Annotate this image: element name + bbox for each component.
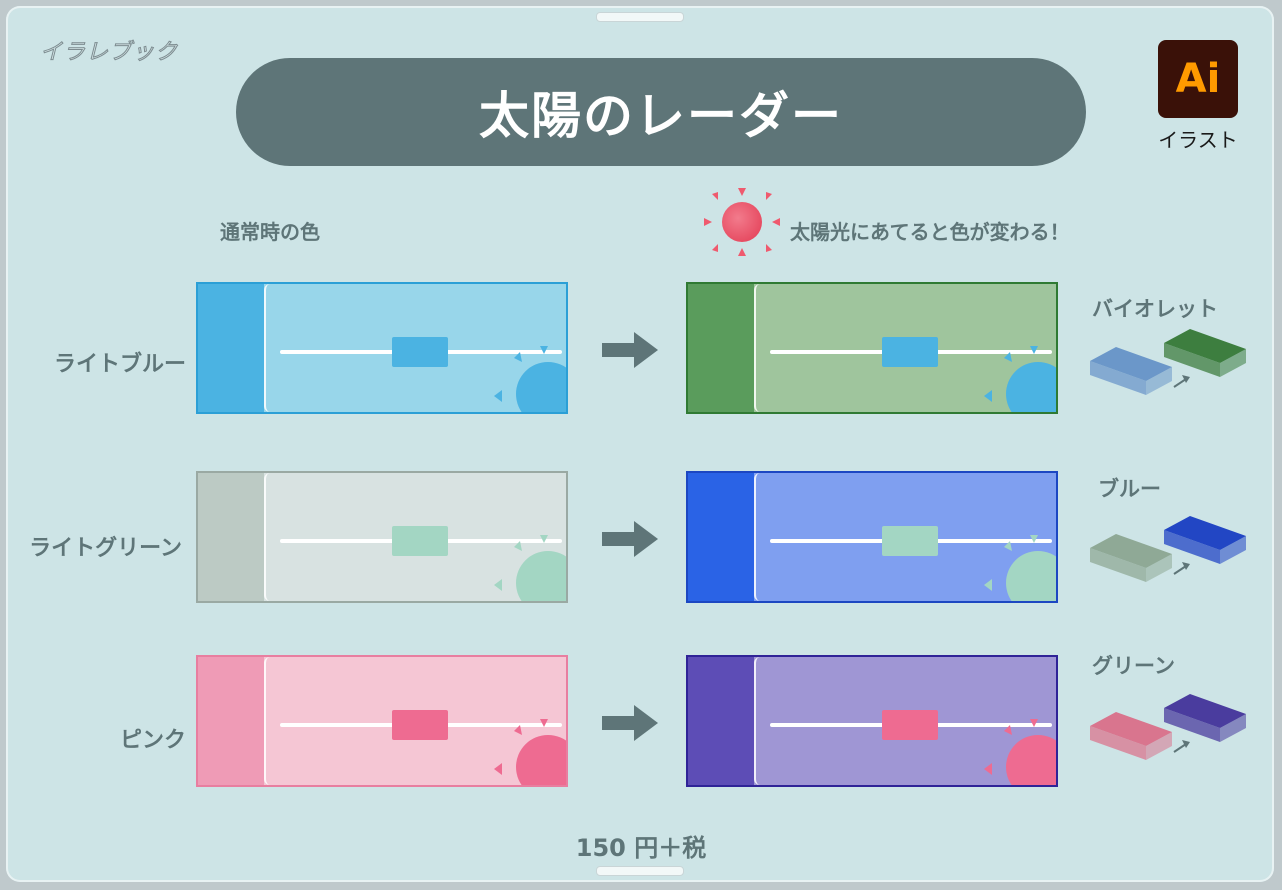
panel-sunlight <box>686 282 1058 414</box>
panel-sun-icon <box>984 535 1056 601</box>
panel-normal <box>196 655 568 787</box>
top-tab <box>596 12 684 22</box>
panel-normal <box>196 471 568 603</box>
title-banner: 太陽のレーダー <box>236 58 1086 166</box>
panel-color-strip <box>198 657 264 785</box>
color-change-blocks-icon <box>1086 325 1256 405</box>
panel-sun-icon <box>984 719 1056 785</box>
panel-color-strip <box>688 473 754 601</box>
sun-icon <box>704 188 780 256</box>
header-sunlight: 太陽光にあてると色が変わる！ <box>790 220 1070 244</box>
illustrator-app-icon: Ai <box>1158 40 1238 118</box>
slider-knob <box>392 710 448 740</box>
panel-normal <box>196 282 568 414</box>
brand-logo: イラレブック <box>39 40 179 66</box>
slider-knob <box>882 710 938 740</box>
panel-sun-icon <box>494 719 566 785</box>
price-label: 150 円＋税 <box>575 834 707 862</box>
slider-knob <box>392 337 448 367</box>
panel-color-strip <box>688 284 754 412</box>
panel-color-strip <box>198 473 264 601</box>
panel-sun-icon <box>984 346 1056 412</box>
result-color-label: グリーン <box>1092 654 1175 678</box>
result-color-label: ブルー <box>1098 477 1161 501</box>
color-change-blocks-icon <box>1086 512 1256 592</box>
color-change-blocks-icon <box>1086 690 1256 770</box>
row-label: ライトブルー <box>53 352 186 377</box>
panel-sunlight <box>686 655 1058 787</box>
header-normal: 通常時の色 <box>220 220 320 244</box>
panel-sun-icon <box>494 535 566 601</box>
ai-logo-text: Ai <box>1175 56 1221 102</box>
arrow-right-icon <box>602 705 658 741</box>
panel-sun-icon <box>494 346 566 412</box>
row-label: ライトグリーン <box>29 536 182 561</box>
bottom-tab <box>596 866 684 876</box>
arrow-right-icon <box>602 521 658 557</box>
app-caption: イラスト <box>1158 128 1238 152</box>
panel-color-strip <box>198 284 264 412</box>
row-label: ピンク <box>119 728 186 753</box>
page-title: 太陽のレーダー <box>479 87 843 145</box>
slider-knob <box>882 337 938 367</box>
panel-color-strip <box>688 657 754 785</box>
result-color-label: バイオレット <box>1092 297 1218 321</box>
panel-sunlight <box>686 471 1058 603</box>
slider-knob <box>882 526 938 556</box>
arrow-right-icon <box>602 332 658 368</box>
slider-knob <box>392 526 448 556</box>
